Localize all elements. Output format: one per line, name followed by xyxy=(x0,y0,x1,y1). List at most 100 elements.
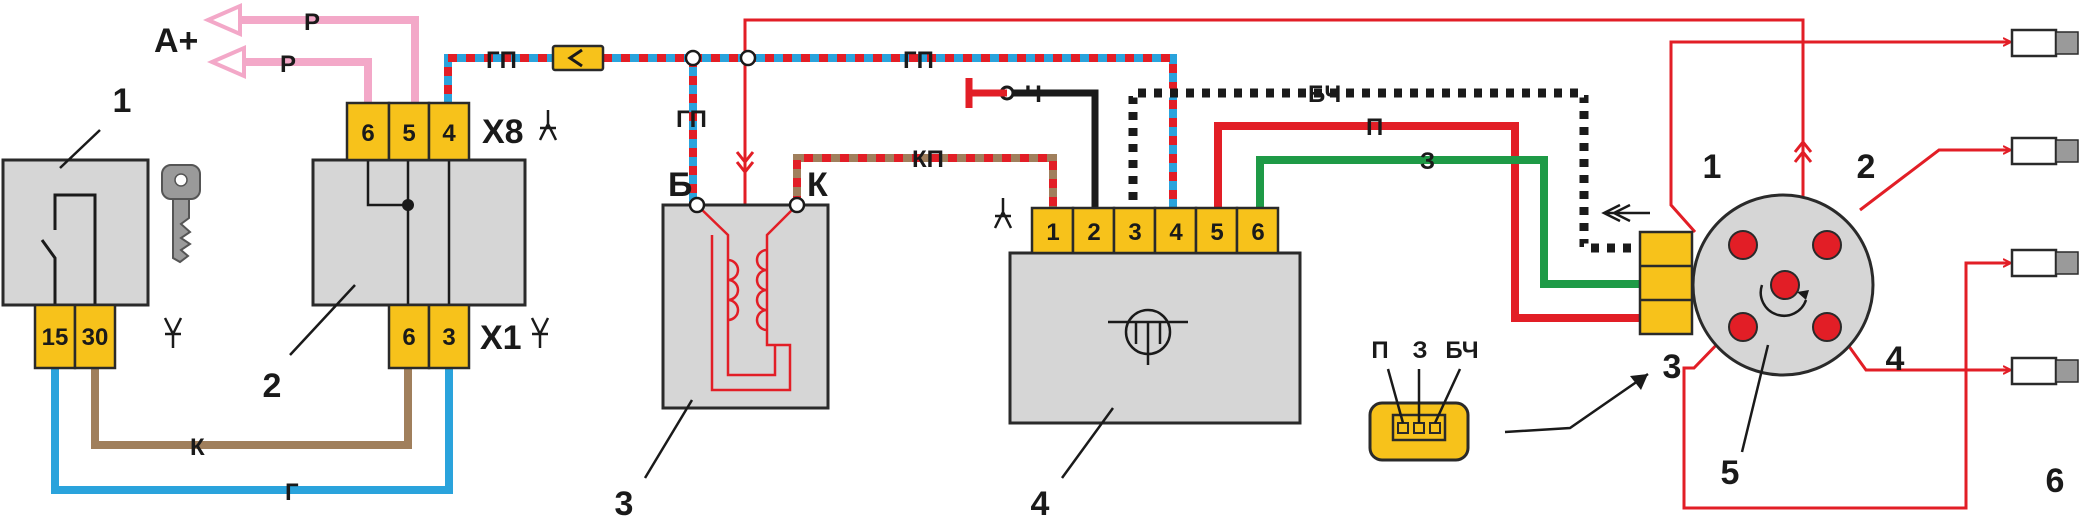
connector-pointer-arrow xyxy=(1504,372,1649,434)
wire-p-lower xyxy=(240,58,372,112)
wire-label-p-lower: Р xyxy=(280,51,296,78)
spacer xyxy=(1612,262,1640,272)
commutator-pin-6-label: 6 xyxy=(1251,219,1264,246)
wire-g xyxy=(51,368,453,494)
relay-top-pin-5-label: 5 xyxy=(402,120,415,147)
component-number-2: 2 xyxy=(263,367,282,405)
leader-3 xyxy=(643,399,694,479)
spark-plug-icon xyxy=(2010,356,2079,386)
transistor-icon xyxy=(1108,308,1188,365)
coil-terminal-k xyxy=(788,196,806,214)
relay-junction xyxy=(402,199,414,211)
relay-body xyxy=(311,158,527,307)
distributor-pin-3-label: 3 xyxy=(1663,348,1682,386)
hv-arrow-coil xyxy=(735,151,755,175)
fuse-link xyxy=(551,44,605,72)
wire-label-gp-left: ГП xyxy=(486,47,517,74)
wire-label-gp-top: ГП xyxy=(903,47,934,74)
switch-pin-15-label: 15 xyxy=(42,324,69,351)
distributor-center-terminal xyxy=(1770,270,1800,300)
a-plus-arrow-upper xyxy=(203,2,242,38)
primary-winding-icon xyxy=(727,258,740,322)
commutator-pin-3 xyxy=(1112,206,1157,255)
wires xyxy=(51,2,2010,510)
commutator-connector-symbol-icon xyxy=(993,198,1013,229)
distributor: 1 2 3 4 5 xyxy=(1601,148,1905,492)
distributor-connector-dividers xyxy=(1640,264,1692,302)
plug-label-p: П xyxy=(1371,337,1388,364)
distributor-pin-4-label: 4 xyxy=(1886,340,1905,378)
component-number-5: 5 xyxy=(1721,454,1740,492)
component-number-3: 3 xyxy=(615,485,634,517)
wire-ch xyxy=(1007,89,1099,208)
commutator-body xyxy=(1008,251,1302,425)
commutator-pin-1-label: 1 xyxy=(1046,219,1059,246)
distributor-terminal-1 xyxy=(1728,230,1758,260)
rotation-arrow-icon xyxy=(1759,284,1808,317)
wire-kp-stripe xyxy=(793,154,1057,208)
wire-label-ch: Ч xyxy=(1025,81,1042,108)
commutator-pin-2-label: 2 xyxy=(1087,219,1100,246)
coil-body xyxy=(661,203,830,410)
relay-block: 6 5 4 6 3 X8 X1 2 xyxy=(263,101,558,405)
leader-5 xyxy=(1740,344,1770,453)
wire-label-kp: КП xyxy=(912,146,944,173)
spark-plug-icon xyxy=(2010,248,2079,278)
plug-label-z: З xyxy=(1412,337,1427,364)
power-label: A+ xyxy=(154,22,198,60)
junction-gp-hv xyxy=(739,49,757,67)
relay-internal-lines xyxy=(366,160,451,305)
wire-plug-4 xyxy=(1841,337,2010,370)
connector-symbol-icon xyxy=(163,317,183,348)
secondary-winding-icon xyxy=(755,248,768,332)
distributor-connector-symbol-icon xyxy=(1601,203,1650,223)
distributor-pin-2-label: 2 xyxy=(1857,148,1876,186)
component-number-1: 1 xyxy=(113,82,132,120)
connector-pointer-arrowhead xyxy=(1630,374,1648,390)
distributor-terminal-3 xyxy=(1728,312,1758,342)
distributor-pin-1-label: 1 xyxy=(1703,148,1722,186)
ground-symbol-icon xyxy=(965,78,1007,108)
relay-top-pin-4 xyxy=(427,101,471,162)
connector-x8-label: X8 xyxy=(482,113,524,151)
distributor-connector xyxy=(1638,230,1694,336)
wire-label-gp-vertical: ГП xyxy=(676,106,707,133)
a-plus-arrow-lower xyxy=(207,44,246,80)
wire-label-p-mid: П xyxy=(1366,114,1383,141)
wire-bch-stripe xyxy=(1128,88,1640,253)
coil-terminal-b xyxy=(688,196,706,214)
relay-top-pin-5 xyxy=(387,101,431,162)
wire-p-mid xyxy=(1214,122,1640,322)
rotation-arrowhead xyxy=(1797,290,1809,300)
distributor-terminal-2 xyxy=(1812,230,1842,260)
wire-label-p-upper: Р xyxy=(304,9,320,36)
leader-1 xyxy=(59,129,101,169)
commutator-pin-4-label: 4 xyxy=(1169,219,1183,246)
wire-z xyxy=(1256,156,1640,288)
spark-plug-icon xyxy=(2010,28,2079,58)
plug-leaders xyxy=(1386,368,1462,424)
x1-connector-symbol-icon xyxy=(530,317,550,348)
wire-label-bch: БЧ xyxy=(1308,81,1341,108)
commutator-pin-3-label: 3 xyxy=(1128,219,1141,246)
fuse-link-mark xyxy=(567,48,583,68)
wire-plug-2 xyxy=(1859,150,2010,212)
plug-label-bch: БЧ xyxy=(1445,337,1478,364)
commutator-pin-5-label: 5 xyxy=(1210,219,1223,246)
junction-gp-top xyxy=(684,49,702,67)
sensor-plug-connector: П З БЧ xyxy=(1368,337,1479,462)
switch-commutator: 1 2 3 4 5 6 4 xyxy=(993,198,1302,517)
relay-bottom-pin-6-label: 6 xyxy=(402,324,415,351)
commutator-pin-2 xyxy=(1071,206,1116,255)
commutator-pin-5 xyxy=(1194,206,1239,255)
commutator-pin-6 xyxy=(1235,206,1280,255)
relay-bottom-pin-3 xyxy=(427,303,471,370)
wire-k xyxy=(91,368,412,449)
leader-4 xyxy=(1060,407,1115,479)
spark-plugs: 6 xyxy=(2010,28,2079,500)
ignition-coil: Б К 3 xyxy=(615,166,830,517)
relay-top-pin-6-label: 6 xyxy=(361,120,374,147)
switch-contact-icon xyxy=(40,193,97,305)
switch-pin-30-label: 30 xyxy=(82,324,109,351)
